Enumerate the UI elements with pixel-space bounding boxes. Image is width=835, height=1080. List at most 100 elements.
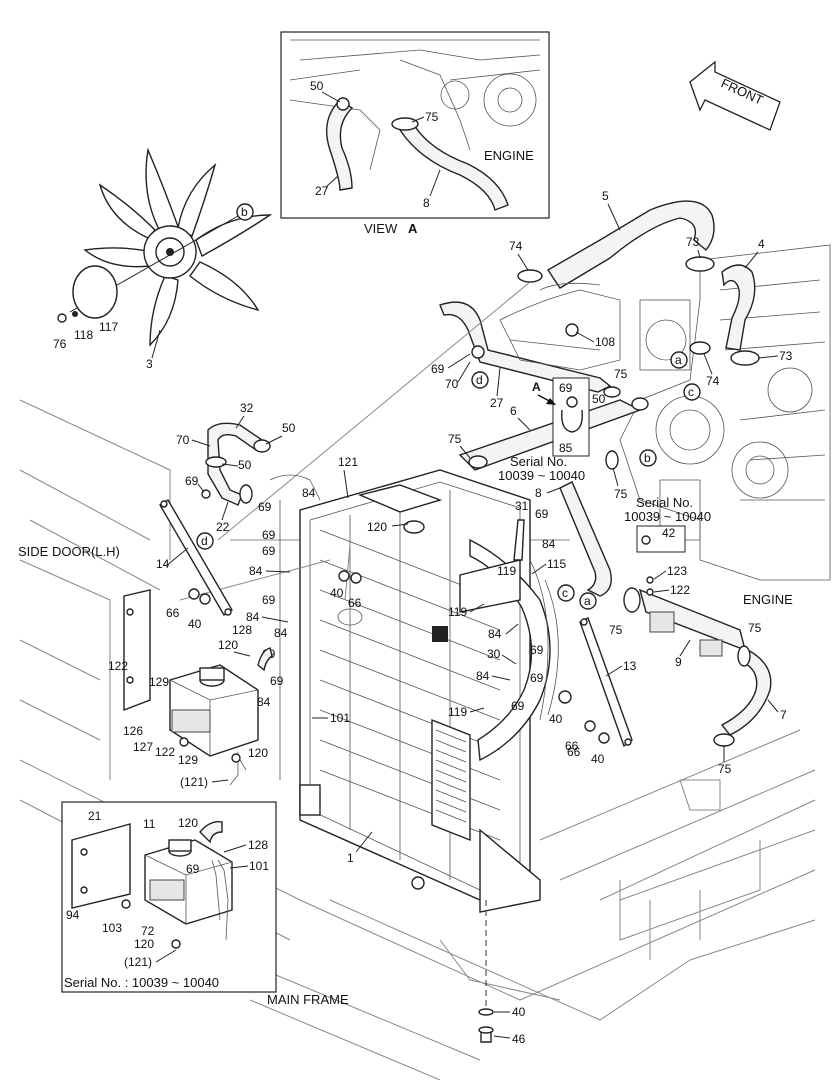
callout-69-right-mid: 69 <box>530 643 544 657</box>
callout-69-side-1: 69 <box>262 528 276 542</box>
callout-74-lower: 74 <box>706 374 720 388</box>
callout-66-mid: 66 <box>348 596 362 610</box>
callout-84-side-2: 84 <box>246 610 260 624</box>
callout-31: 31 <box>515 499 529 513</box>
view-a-caption: VIEW <box>364 221 398 236</box>
callout-120-inset-top: 120 <box>178 816 198 830</box>
callout-5: 5 <box>602 189 609 203</box>
callout-84-top: 84 <box>302 486 316 500</box>
callout-85: 85 <box>559 441 573 455</box>
callout-118: 118 <box>74 328 93 342</box>
callout-32: 32 <box>240 401 254 415</box>
callout-50: 50 <box>310 79 324 93</box>
callout-84-radiator-right: 84 <box>542 537 556 551</box>
callout-6: 6 <box>510 404 517 418</box>
callout-75-left: 75 <box>448 432 462 446</box>
serial-label-1: Serial No. <box>510 454 567 469</box>
callout-69-right-low: 69 <box>530 671 544 685</box>
callout-70-top: 70 <box>445 377 459 391</box>
strut-13 <box>579 617 633 748</box>
callout-121-paren: (121) <box>180 775 208 789</box>
cooling-fan: 76 118 117 3 <box>53 147 273 371</box>
callout-70-left: 70 <box>176 433 190 447</box>
callout-126: 126 <box>123 724 143 738</box>
callout-72: 72 <box>141 924 155 938</box>
callout-119-mid: 119 <box>448 605 467 619</box>
callout-76: 76 <box>53 337 67 351</box>
callout-66-right-1: 66 <box>565 739 579 753</box>
callout-84-side-3: 84 <box>274 626 288 640</box>
callout-69-top: 69 <box>431 362 445 376</box>
arrow-a-label: A <box>532 380 541 394</box>
callout-120-left-lower: 120 <box>248 746 268 760</box>
callout-7: 7 <box>780 708 787 722</box>
callout-119-lower: 119 <box>448 705 467 719</box>
circle-label-b-engine: b <box>644 451 651 465</box>
engine-label-top: ENGINE <box>484 148 534 163</box>
callout-101-inset: 101 <box>249 859 269 873</box>
callout-69-box: 69 <box>559 381 573 395</box>
callout-84-right-mid: 84 <box>488 627 502 641</box>
serial-label-2: Serial No. <box>636 495 693 510</box>
callout-127: 127 <box>133 740 153 754</box>
circle-label-b-fan: b <box>241 205 248 219</box>
callout-4: 4 <box>758 237 765 251</box>
callout-84-tank: 84 <box>257 695 271 709</box>
callout-40-mid: 40 <box>330 586 344 600</box>
callout-129-left-1: 129 <box>149 675 169 689</box>
callout-8: 8 <box>423 196 430 210</box>
callout-30: 30 <box>487 647 501 661</box>
callout-128-inset: 128 <box>248 838 268 852</box>
callout-122-left: 122 <box>108 659 128 673</box>
callout-3: 3 <box>146 357 153 371</box>
engine-label-right: ENGINE <box>743 592 793 607</box>
callout-123: 123 <box>667 564 687 578</box>
callout-119-upper: 119 <box>497 564 516 578</box>
callout-84-right-low: 84 <box>476 669 490 683</box>
callout-8-lower: 8 <box>535 486 542 500</box>
bottom-mount-bolt <box>478 1008 494 1043</box>
callout-75-bottom-right: 75 <box>718 762 732 776</box>
callout-69-tank: 69 <box>270 674 284 688</box>
callout-40-bottom: 40 <box>512 1005 526 1019</box>
callout-69-inset: 69 <box>186 862 200 876</box>
callout-66-right-2: 66 <box>567 745 581 759</box>
machine-frame-lines <box>19 399 816 1080</box>
radiator-assembly <box>179 469 559 1008</box>
callout-69-radiator-right: 69 <box>535 507 549 521</box>
callout-46: 46 <box>512 1032 526 1046</box>
engine-block-right <box>619 244 831 581</box>
callout-94: 94 <box>66 908 80 922</box>
view-a-letter: A <box>408 221 418 236</box>
callout-27: 27 <box>315 184 329 198</box>
callout-115: 115 <box>547 557 566 571</box>
strut-14 <box>159 499 233 616</box>
callout-21: 21 <box>88 809 102 823</box>
circle-label-d-left: d <box>201 534 208 548</box>
view-a-inset: 50 75 27 8 ENGINE <box>280 31 550 219</box>
serial-range-1: 10039 ~ 10040 <box>498 468 585 483</box>
callout-73-upper: 73 <box>686 235 700 249</box>
callout-69-radiator-top: 69 <box>258 500 272 514</box>
callout-74-upper: 74 <box>509 239 523 253</box>
callout-50-left-upper: 50 <box>282 421 296 435</box>
reservoir-tank <box>123 589 273 786</box>
callout-14: 14 <box>156 557 170 571</box>
callout-75-right-upper: 75 <box>614 367 628 381</box>
callout-40-right-2: 40 <box>591 752 605 766</box>
callout-122-tank: 122 <box>155 745 175 759</box>
callout-11: 11 <box>143 817 156 831</box>
callout-40-left: 40 <box>188 617 202 631</box>
clamp-detail-box: A 69 85 <box>532 377 590 457</box>
callout-129-left-2: 129 <box>178 753 198 767</box>
callout-75-mid: 75 <box>614 487 628 501</box>
circle-label-d-top: d <box>476 373 483 387</box>
callout-42: 42 <box>662 526 676 540</box>
callout-120-inset-bottom: 120 <box>134 937 154 951</box>
callout-117: 117 <box>99 320 118 334</box>
callout-122-right: 122 <box>670 583 690 597</box>
callout-50-left-lower: 50 <box>238 458 252 472</box>
callout-73-lower: 73 <box>779 349 793 363</box>
serial-range-2: 10039 ~ 10040 <box>624 509 711 524</box>
main-frame-label: MAIN FRAME <box>267 992 349 1007</box>
